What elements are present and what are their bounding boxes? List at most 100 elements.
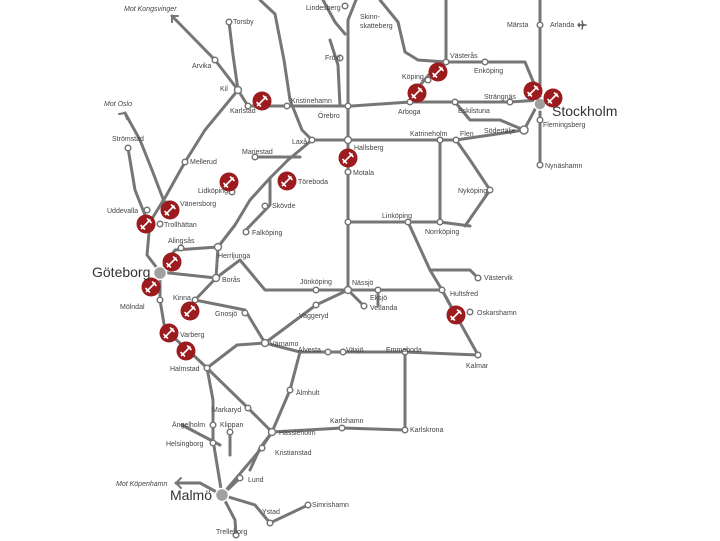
arrow-kongsvinger-head <box>171 15 179 23</box>
wrench-icon[interactable] <box>428 62 448 82</box>
label-nykoping: Nyköping <box>458 188 487 195</box>
wrench-icon[interactable] <box>160 200 180 220</box>
station-falkoping <box>242 228 250 236</box>
label-emmaboda: Emmaboda <box>386 347 422 354</box>
station-kil <box>233 85 243 95</box>
station-vastervik <box>474 274 482 282</box>
station-hassleholm <box>267 427 277 437</box>
station-oskarshamn <box>466 308 474 316</box>
station-vaggeryd <box>312 301 320 309</box>
station-ystad <box>266 519 274 527</box>
label-marsta: Märsta <box>507 22 529 29</box>
station-klippan <box>226 428 234 436</box>
station-eskilstuna <box>451 98 459 106</box>
label-eskilstuna: Eskilstuna <box>458 108 490 115</box>
label-orebro: Örebro <box>318 112 340 120</box>
station-markaryd <box>244 404 252 412</box>
label-kristinehamn: Kristinehamn <box>291 98 332 105</box>
wrench-icon[interactable] <box>252 91 272 111</box>
label-vaggeryd: Vaggeryd <box>299 313 329 320</box>
wrench-icon[interactable] <box>162 252 182 272</box>
wrench-icon[interactable] <box>159 323 179 343</box>
label-norrkoping: Norrköping <box>425 229 459 236</box>
station-almhult <box>286 386 294 394</box>
station-molndal <box>156 296 164 304</box>
station-sodertalje <box>519 125 529 135</box>
label-skinnskatteberg-1: Skinn- <box>360 14 381 21</box>
label-eksjo: Eksjö <box>370 295 387 302</box>
label-boras: Borås <box>222 276 241 284</box>
direction-label-kongsvinger: Mot Kongsvinger <box>124 6 177 13</box>
label-enkoping: Enköping <box>474 68 503 75</box>
station-lindesberg <box>341 2 349 10</box>
station-kinna <box>191 296 199 304</box>
station-linkoping <box>404 218 412 226</box>
wrench-icon[interactable] <box>338 148 358 168</box>
city-label-malmo: Malmö <box>170 487 212 503</box>
label-laxa: Laxå <box>292 138 307 146</box>
label-varberg: Varberg <box>180 332 204 339</box>
rail-lines <box>123 0 542 537</box>
direction-arrows <box>118 15 182 489</box>
label-lund: Lund <box>248 477 264 484</box>
direction-label-kopenhamn: Mot Köpenhamn <box>116 481 167 488</box>
wrench-icon[interactable] <box>523 81 543 101</box>
label-skovde: Skövde <box>272 203 295 210</box>
station-emmaboda <box>401 348 409 356</box>
city-malmo-dot <box>214 487 230 503</box>
label-oskarshamn: Oskarshamn <box>477 310 517 317</box>
station-motala-junction <box>344 218 352 226</box>
label-sodertalje: Södertälje <box>484 128 516 135</box>
station-angelholm <box>209 421 217 429</box>
station-hallsberg <box>343 135 353 145</box>
station-laxa <box>308 136 316 144</box>
label-jonkoping: Jönköping <box>300 279 332 286</box>
label-herrljunga: Herrljunga <box>218 253 250 260</box>
station-varnamo <box>260 338 270 348</box>
station-karlstad <box>244 102 252 110</box>
station-herrljunga <box>213 242 223 252</box>
label-vaxjo: Växjö <box>346 347 364 354</box>
label-hassleholm: Hässleholm <box>279 430 316 437</box>
label-uddevalla: Uddevalla <box>107 208 138 215</box>
station-koping <box>424 76 432 84</box>
station-frovi <box>336 54 344 62</box>
label-simrishamn: Simrishamn <box>312 502 349 509</box>
station-kristianstad <box>258 444 266 452</box>
station-kristinehamn <box>283 102 291 110</box>
station-alingsas <box>177 244 185 252</box>
wrench-icon[interactable] <box>136 214 156 234</box>
direction-label-oslo: Mot Oslo <box>104 101 132 108</box>
station-torsby <box>225 18 233 26</box>
wrench-icon[interactable] <box>180 301 200 321</box>
wrench-icon[interactable] <box>446 305 466 325</box>
station-boras <box>211 273 221 283</box>
label-flen: Flen <box>460 131 474 138</box>
wrench-icon[interactable] <box>407 83 427 103</box>
label-lindesberg: Lindesberg <box>306 5 341 12</box>
station-lund <box>236 474 244 482</box>
station-mellerud <box>181 158 189 166</box>
station-kalmar <box>474 351 482 359</box>
wrench-icon[interactable] <box>277 171 297 191</box>
station-enkoping <box>481 58 489 66</box>
wrench-icon[interactable] <box>176 341 196 361</box>
city-goteborg-dot <box>152 265 168 281</box>
station-nassjo <box>343 285 353 295</box>
station-vasteras <box>442 58 450 66</box>
wrench-icon[interactable] <box>543 88 563 108</box>
label-hultsfred: Hultsfred <box>450 291 478 298</box>
label-linkoping: Linköping <box>382 213 412 220</box>
label-vetlanda: Vetlanda <box>370 305 397 312</box>
label-flemingsberg: Flemingsberg <box>543 122 586 129</box>
label-karlskrona: Karlskrona <box>410 427 444 434</box>
label-motala: Motala <box>353 170 374 177</box>
label-molndal: Mölndal <box>120 304 145 311</box>
wrench-icon[interactable] <box>219 172 239 192</box>
city-label-stockholm: Stockholm <box>552 103 617 119</box>
label-gnosjo: Gnosjö <box>215 311 237 318</box>
label-stromstad: Strömstad <box>112 136 144 143</box>
station-helsingborg <box>209 439 217 447</box>
wrench-icon[interactable] <box>141 277 161 297</box>
